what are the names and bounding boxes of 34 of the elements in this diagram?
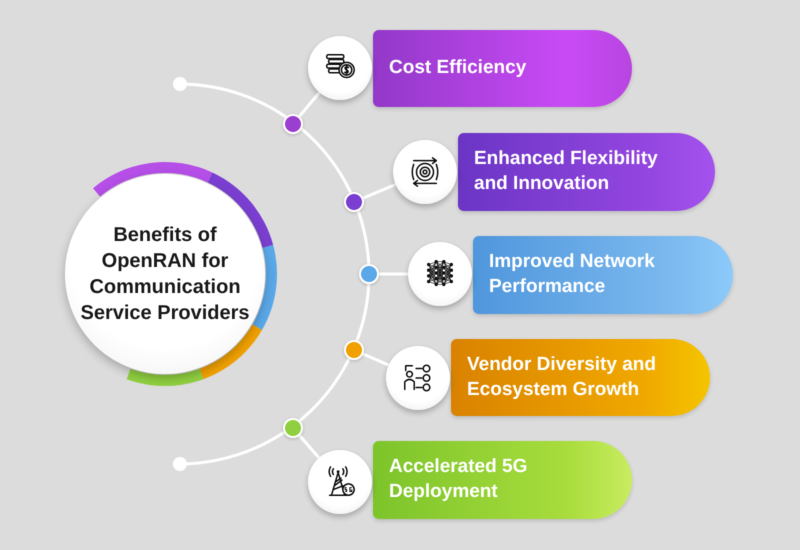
connector-line <box>362 183 396 200</box>
connector-line <box>356 284 370 341</box>
connector-line <box>298 358 350 422</box>
benefit-pill <box>458 133 715 211</box>
icon-badge <box>386 346 450 410</box>
timeline-dot <box>344 192 364 212</box>
connector-line <box>300 128 352 194</box>
connector-line <box>186 431 285 466</box>
icon-badge <box>408 242 472 306</box>
benefit-label: Improved Network Performance <box>489 250 656 299</box>
benefit-label: Vendor Diversity and Ecosystem Growth <box>467 352 658 402</box>
connector-line <box>356 210 370 264</box>
timeline-dot <box>283 418 303 438</box>
icon-badge <box>308 36 372 100</box>
timeline-dot <box>344 340 364 360</box>
connector-line <box>379 272 408 276</box>
benefit-pill <box>373 30 632 107</box>
center-title: Benefits of OpenRAN for Communication Service Providers <box>80 223 250 326</box>
benefit-pill <box>473 236 733 314</box>
connector-line <box>362 352 390 367</box>
timeline-dot <box>359 264 379 284</box>
connector-line <box>298 434 320 459</box>
connector-line <box>298 92 321 118</box>
icon-badge <box>393 140 457 204</box>
benefit-label: Accelerated 5G Deployment <box>389 455 528 504</box>
timeline-end-dot <box>173 77 187 91</box>
benefit-pill <box>451 339 710 416</box>
benefit-pill <box>373 441 632 519</box>
benefit-label: Enhanced Flexibility and Innovation <box>474 147 659 196</box>
timeline-end-dot <box>173 457 187 471</box>
icon-badge <box>308 450 372 514</box>
connector-line <box>186 82 287 118</box>
benefit-label: Cost Efficiency <box>389 56 526 80</box>
timeline-dot <box>283 114 303 134</box>
